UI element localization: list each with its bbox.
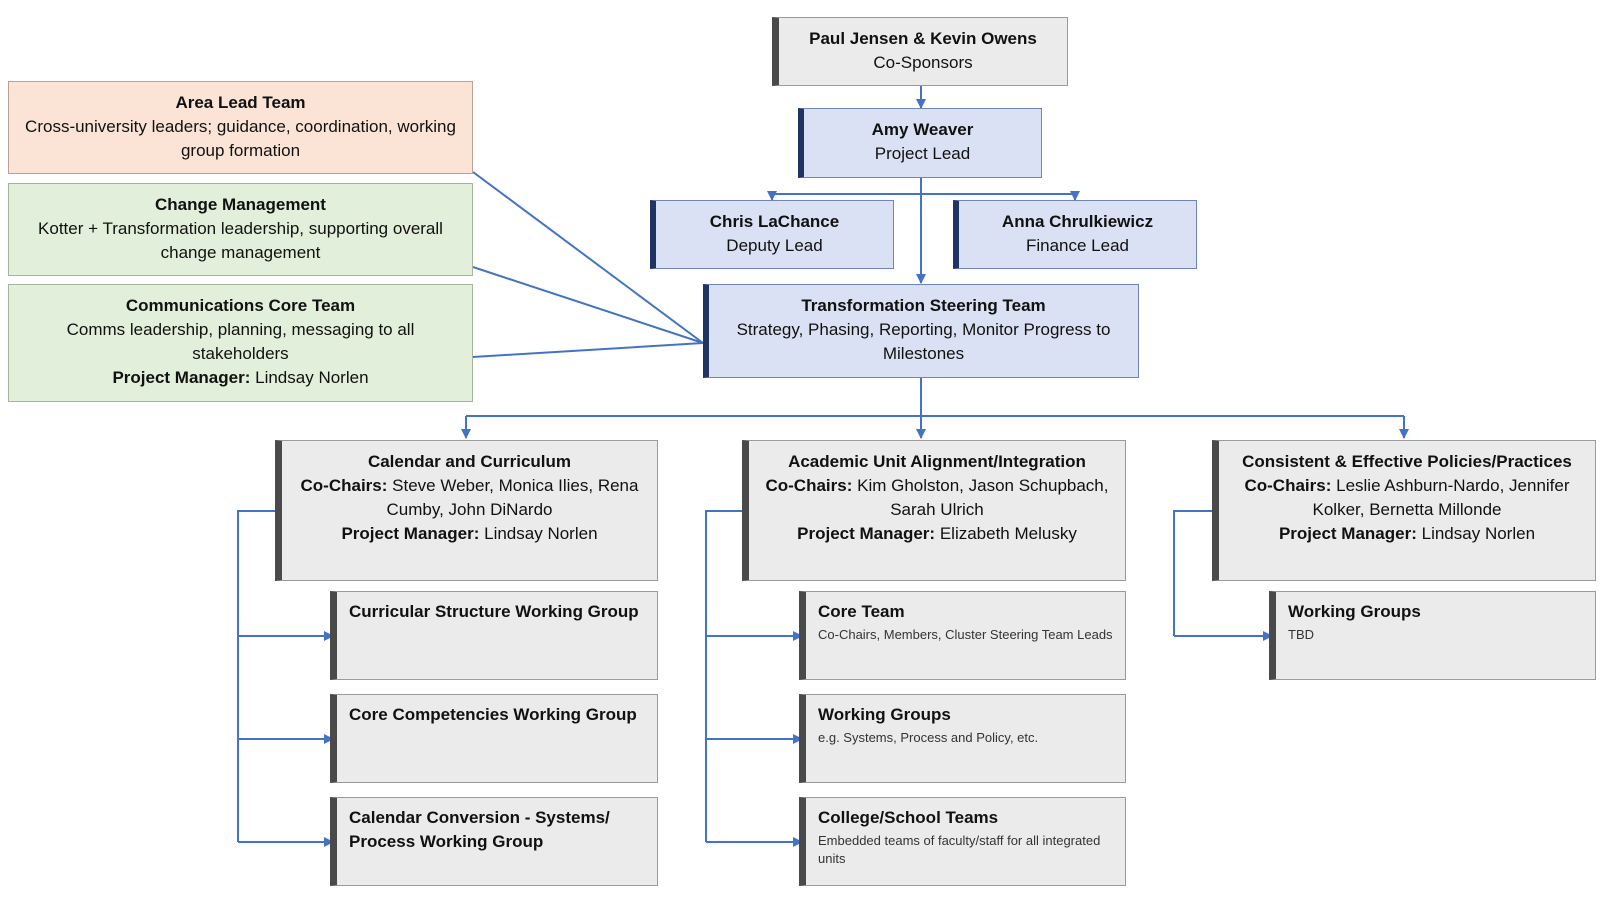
academic-cochairs: Kim Gholston, Jason Schupbach, Sarah Ulr… [857, 476, 1109, 519]
calendar-group-1: Curricular Structure Working Group [330, 591, 658, 680]
calendar-curriculum-box: Calendar and Curriculum Co-Chairs: Steve… [275, 440, 658, 581]
academic-group-1-desc: Co-Chairs, Members, Cluster Steering Tea… [818, 627, 1113, 642]
area-lead-team-description: Cross-university leaders; guidance, coor… [25, 117, 456, 160]
calendar-pm-label: Project Manager: [341, 524, 480, 543]
sponsors-box: Paul Jensen & Kevin Owens Co-Sponsors [772, 17, 1068, 86]
calendar-group-2-title: Core Competencies Working Group [349, 705, 637, 724]
academic-group-2: Working Groups e.g. Systems, Process and… [799, 694, 1126, 783]
steering-team-box: Transformation Steering Team Strategy, P… [703, 284, 1139, 378]
deputy-lead-name: Chris LaChance [709, 212, 840, 231]
calendar-group-3: Calendar Conversion - Systems/ Process W… [330, 797, 658, 886]
change-management-description: Kotter + Transformation leadership, supp… [38, 219, 443, 262]
change-management-title: Change Management [155, 195, 326, 214]
academic-group-1: Core Team Co-Chairs, Members, Cluster St… [799, 591, 1126, 680]
finance-lead-role: Finance Lead [1025, 236, 1130, 255]
policies-cochairs-label: Co-Chairs: [1244, 476, 1332, 495]
academic-group-2-title: Working Groups [818, 705, 951, 724]
academic-pm: Elizabeth Melusky [939, 524, 1077, 543]
connector-change-steering [472, 266, 704, 344]
academic-cochairs-label: Co-Chairs: [765, 476, 853, 495]
policies-cochairs-line: Co-Chairs: Leslie Ashburn-Nardo, Jennife… [1229, 474, 1585, 522]
academic-group-3: College/School Teams Embedded teams of f… [799, 797, 1126, 886]
steering-team-description: Strategy, Phasing, Reporting, Monitor Pr… [736, 320, 1111, 363]
academic-group-2-desc: e.g. Systems, Process and Policy, etc. [818, 730, 1039, 745]
calendar-title: Calendar and Curriculum [367, 452, 572, 471]
communications-pm-name: Lindsay Norlen [255, 368, 369, 387]
sponsors-role: Co-Sponsors [873, 53, 973, 72]
deputy-lead-box: Chris LaChance Deputy Lead [650, 200, 894, 269]
finance-lead-box: Anna Chrulkiewicz Finance Lead [953, 200, 1197, 269]
communications-pm-label: Project Manager: [112, 368, 251, 387]
project-lead-box: Amy Weaver Project Lead [798, 108, 1042, 178]
policies-title: Consistent & Effective Policies/Practice… [1242, 452, 1572, 471]
academic-group-3-title: College/School Teams [818, 808, 999, 827]
calendar-group-1-title: Curricular Structure Working Group [349, 602, 639, 621]
academic-group-1-title: Core Team [818, 602, 905, 621]
project-lead-name: Amy Weaver [871, 120, 974, 139]
finance-lead-name: Anna Chrulkiewicz [1001, 212, 1154, 231]
calendar-pm: Lindsay Norlen [484, 524, 598, 543]
connector-academic-spine [705, 510, 742, 842]
change-management-box: Change Management Kotter + Transformatio… [8, 183, 473, 276]
steering-team-title: Transformation Steering Team [801, 296, 1046, 315]
calendar-group-3-title: Calendar Conversion - Systems/ Process W… [349, 808, 610, 851]
project-lead-role: Project Lead [874, 144, 971, 163]
communications-title: Communications Core Team [125, 296, 356, 315]
policies-group-1-desc: TBD [1288, 627, 1314, 642]
connector-policies-spine [1173, 510, 1212, 636]
academic-pm-line: Project Manager: Elizabeth Melusky [759, 522, 1115, 546]
academic-pm-label: Project Manager: [797, 524, 936, 543]
calendar-group-2: Core Competencies Working Group [330, 694, 658, 783]
academic-title: Academic Unit Alignment/Integration [788, 452, 1086, 471]
calendar-cochairs-line: Co-Chairs: Steve Weber, Monica Ilies, Re… [292, 474, 647, 522]
policies-group-1-title: Working Groups [1288, 602, 1421, 621]
policies-group-1: Working Groups TBD [1269, 591, 1596, 680]
communications-description: Comms leadership, planning, messaging to… [66, 320, 415, 363]
academic-alignment-box: Academic Unit Alignment/Integration Co-C… [742, 440, 1126, 581]
connector-calendar-spine [237, 510, 275, 842]
connector-area-steering [472, 171, 704, 344]
calendar-cochairs: Steve Weber, Monica Ilies, Rena Cumby, J… [386, 476, 639, 519]
calendar-cochairs-label: Co-Chairs: [300, 476, 388, 495]
deputy-lead-role: Deputy Lead [726, 236, 823, 255]
area-lead-team-title: Area Lead Team [175, 93, 306, 112]
policies-pm: Lindsay Norlen [1421, 524, 1536, 543]
policies-pm-label: Project Manager: [1278, 524, 1417, 543]
policies-practices-box: Consistent & Effective Policies/Practice… [1212, 440, 1596, 581]
communications-pm-line: Project Manager: Lindsay Norlen [19, 366, 462, 390]
calendar-pm-line: Project Manager: Lindsay Norlen [292, 522, 647, 546]
policies-pm-line: Project Manager: Lindsay Norlen [1229, 522, 1585, 546]
academic-cochairs-line: Co-Chairs: Kim Gholston, Jason Schupbach… [759, 474, 1115, 522]
connector-comms-steering [472, 342, 704, 358]
academic-group-3-desc: Embedded teams of faculty/staff for all … [818, 833, 1101, 866]
area-lead-team-box: Area Lead Team Cross-university leaders;… [8, 81, 473, 174]
sponsors-names: Paul Jensen & Kevin Owens [809, 29, 1037, 48]
policies-cochairs: Leslie Ashburn-Nardo, Jennifer Kolker, B… [1312, 476, 1570, 519]
communications-box: Communications Core Team Comms leadershi… [8, 284, 473, 402]
